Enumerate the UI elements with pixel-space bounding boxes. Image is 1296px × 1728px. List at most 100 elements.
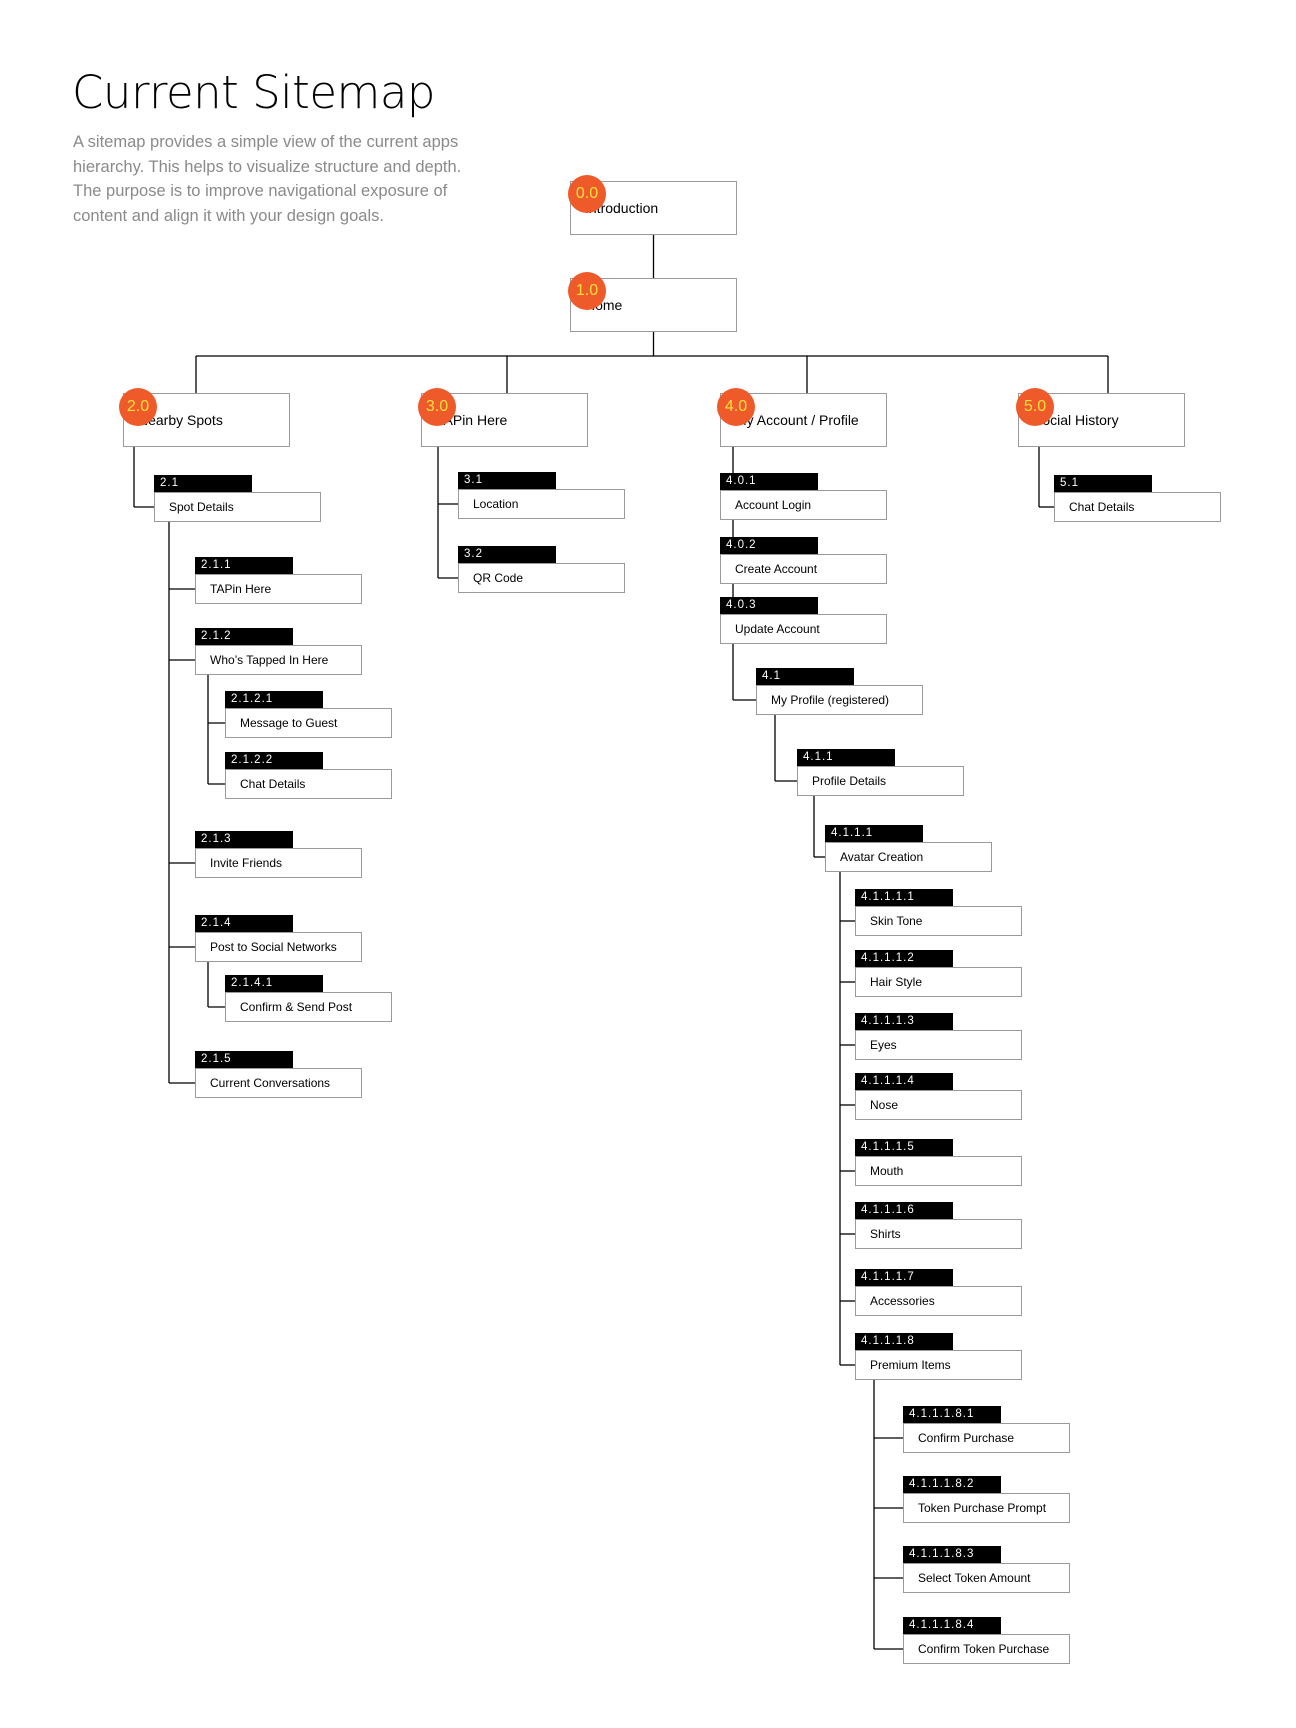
sitemap-node-location: Location xyxy=(458,489,625,519)
node-label: My Account / Profile xyxy=(735,412,859,428)
sitemap-node-my-profile-registered: My Profile (registered) xyxy=(756,685,923,715)
node-code-label: 2.1.1 xyxy=(195,557,293,574)
sitemap-node-eyes: Eyes xyxy=(855,1030,1022,1060)
node-number-badge: 5.0 xyxy=(1016,388,1054,426)
node-label: Hair Style xyxy=(870,975,923,989)
sitemap-node-current-conversations: Current Conversations xyxy=(195,1068,362,1098)
sitemap-node-shirts: Shirts xyxy=(855,1219,1022,1249)
node-code-label: 5.1 xyxy=(1054,475,1152,492)
node-label: Social History xyxy=(1033,412,1119,428)
sitemap-node-confirm-purchase: Confirm Purchase xyxy=(903,1423,1070,1453)
node-code-label: 4.1.1.1.8.2 xyxy=(903,1476,1001,1493)
sitemap-node-confirm-token-purchase: Confirm Token Purchase xyxy=(903,1634,1070,1664)
node-label: Update Account xyxy=(735,622,820,636)
node-label: Spot Details xyxy=(169,500,234,514)
node-label: Profile Details xyxy=(812,774,887,788)
node-label: TAPin Here xyxy=(436,412,508,428)
sitemap-node-post-to-social-networks: Post to Social Networks xyxy=(195,932,362,962)
node-label: Create Account xyxy=(735,562,818,576)
sitemap-node-accessories: Accessories xyxy=(855,1286,1022,1316)
node-label: QR Code xyxy=(473,571,524,585)
sitemap-node-spot-details: Spot Details xyxy=(154,492,321,522)
node-code-label: 4.0.3 xyxy=(720,597,818,614)
sitemap-node-select-token-amount: Select Token Amount xyxy=(903,1563,1070,1593)
node-code-label: 4.1.1 xyxy=(797,749,895,766)
node-number-badge: 0.0 xyxy=(568,175,606,213)
node-code-label: 4.1.1.1.8 xyxy=(855,1333,953,1350)
sitemap-node-hair-style: Hair Style xyxy=(855,967,1022,997)
node-label: Confirm Token Purchase xyxy=(918,1642,1050,1656)
sitemap-node-create-account: Create Account xyxy=(720,554,887,584)
node-code-label: 4.1.1.1.6 xyxy=(855,1202,953,1219)
node-label: Invite Friends xyxy=(210,856,283,870)
node-code-label: 4.1.1.1.7 xyxy=(855,1269,953,1286)
node-code-label: 2.1.2.1 xyxy=(225,691,323,708)
node-label: TAPin Here xyxy=(210,582,272,596)
node-code-label: 4.1 xyxy=(756,668,854,685)
node-code-label: 3.2 xyxy=(458,546,556,563)
sitemap-node-premium-items: Premium Items xyxy=(855,1350,1022,1380)
node-code-label: 4.1.1.1.1 xyxy=(855,889,953,906)
sitemap-node-message-to-guest: Message to Guest xyxy=(225,708,392,738)
node-label: Mouth xyxy=(870,1164,904,1178)
node-code-label: 4.1.1.1.4 xyxy=(855,1073,953,1090)
node-label: My Profile (registered) xyxy=(771,693,890,707)
sitemap-node-mouth: Mouth xyxy=(855,1156,1022,1186)
node-label: Eyes xyxy=(870,1038,897,1052)
node-label: Avatar Creation xyxy=(840,850,924,864)
sitemap-node-qr-code: QR Code xyxy=(458,563,625,593)
node-code-label: 4.0.2 xyxy=(720,537,818,554)
sitemap-node-account-login: Account Login xyxy=(720,490,887,520)
node-label: Who’s Tapped In Here xyxy=(210,653,329,667)
node-code-label: 2.1.2.2 xyxy=(225,752,323,769)
node-code-label: 4.0.1 xyxy=(720,473,818,490)
node-label: Account Login xyxy=(735,498,812,512)
node-label: Location xyxy=(473,497,519,511)
page-description: A sitemap provides a simple view of the … xyxy=(73,133,462,225)
sitemap-node-confirm-send-post: Confirm & Send Post xyxy=(225,992,392,1022)
sitemap-node-nose: Nose xyxy=(855,1090,1022,1120)
sitemap-node-chat-details: Chat Details xyxy=(225,769,392,799)
page-title: Current Sitemap xyxy=(72,66,435,119)
node-code-label: 3.1 xyxy=(458,472,556,489)
node-label: Confirm Purchase xyxy=(918,1431,1015,1445)
node-code-label: 4.1.1.1.8.4 xyxy=(903,1617,1001,1634)
node-code-label: 2.1 xyxy=(154,475,252,492)
sitemap-node-profile-details: Profile Details xyxy=(797,766,964,796)
sitemap-node-chat-details: Chat Details xyxy=(1054,492,1221,522)
node-code-label: 4.1.1.1.2 xyxy=(855,950,953,967)
node-number-badge: 4.0 xyxy=(717,388,755,426)
node-label: Chat Details xyxy=(240,777,306,791)
node-code-label: 2.1.5 xyxy=(195,1051,293,1068)
node-number-badge: 2.0 xyxy=(119,388,157,426)
node-label: Confirm & Send Post xyxy=(240,1000,353,1014)
node-label: Select Token Amount xyxy=(918,1571,1031,1585)
node-code-label: 2.1.2 xyxy=(195,628,293,645)
sitemap-node-skin-tone: Skin Tone xyxy=(855,906,1022,936)
node-code-label: 4.1.1.1 xyxy=(825,825,923,842)
node-code-label: 2.1.3 xyxy=(195,831,293,848)
node-label: Accessories xyxy=(870,1294,935,1308)
node-label: Skin Tone xyxy=(870,914,923,928)
node-label: Token Purchase Prompt xyxy=(918,1501,1047,1515)
node-label: Message to Guest xyxy=(240,716,338,730)
node-code-label: 2.1.4 xyxy=(195,915,293,932)
sitemap-node-tapin-here: TAPin Here xyxy=(195,574,362,604)
node-label: Post to Social Networks xyxy=(210,940,337,954)
node-label: Shirts xyxy=(870,1227,901,1241)
node-code-label: 4.1.1.1.3 xyxy=(855,1013,953,1030)
node-label: Chat Details xyxy=(1069,500,1135,514)
node-label: Nose xyxy=(870,1098,899,1112)
node-number-badge: 3.0 xyxy=(418,388,456,426)
sitemap-node-invite-friends: Invite Friends xyxy=(195,848,362,878)
sitemap-node-avatar-creation: Avatar Creation xyxy=(825,842,992,872)
node-label: Current Conversations xyxy=(210,1076,331,1090)
node-number-badge: 1.0 xyxy=(568,272,606,310)
node-code-label: 2.1.4.1 xyxy=(225,975,323,992)
node-code-label: 4.1.1.1.8.3 xyxy=(903,1546,1001,1563)
node-code-label: 4.1.1.1.5 xyxy=(855,1139,953,1156)
node-label: Introduction xyxy=(585,200,659,216)
node-label: Nearby Spots xyxy=(138,412,223,428)
sitemap-node-who-s-tapped-in-here: Who’s Tapped In Here xyxy=(195,645,362,675)
